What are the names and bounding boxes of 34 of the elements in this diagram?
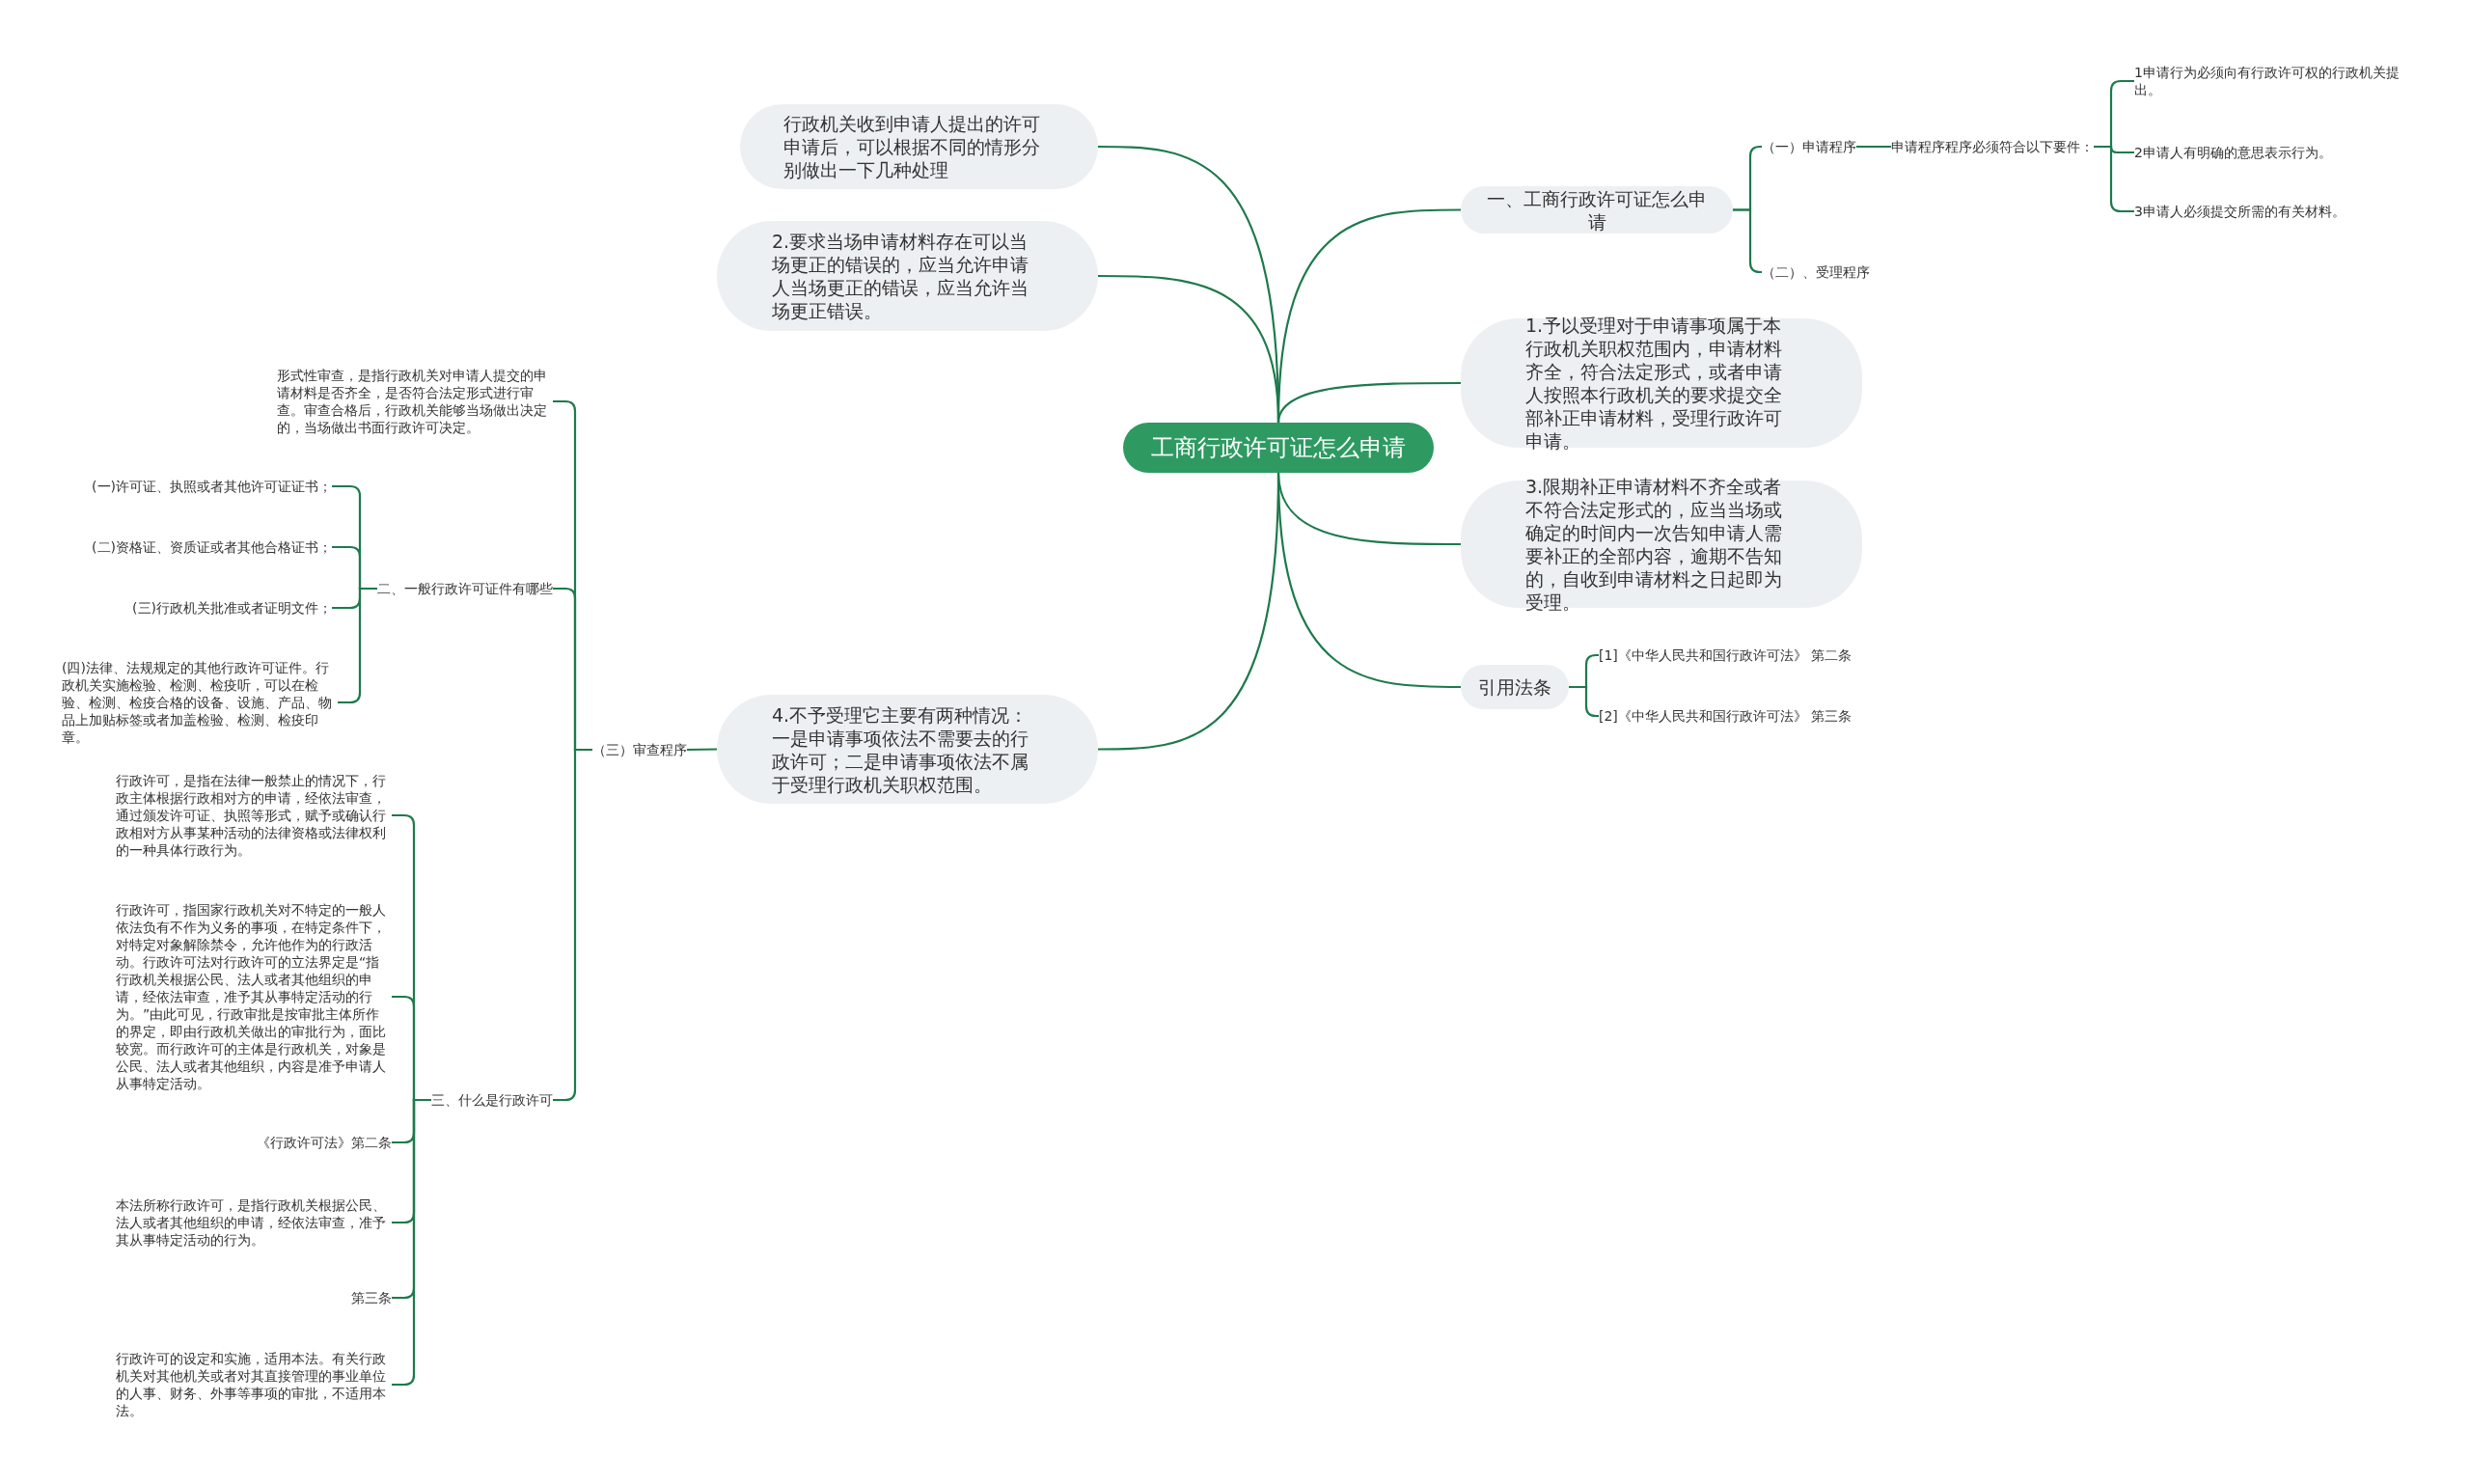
connector-line: [1569, 685, 1599, 718]
topic-text: [1]《中华人民共和国行政许可法》 第二条: [1599, 646, 1852, 664]
topic-text: 行政许可，是指在法律一般禁止的情况下，行政主体根据行政相对方的申请，经依法审查，通过颁发许可证、执照等形式，赋予或确认行政相对方从事某种活动的法律资格或法律权利的一种具体行政行为。: [116, 772, 392, 859]
topic-text: （三）审查程序: [592, 741, 687, 758]
connector-line: [1856, 145, 1891, 149]
topic-text: (二)资格证、资质证或者其他合格证书；: [92, 538, 332, 556]
topic-box: 一、工商行政许可证怎么申请: [1461, 186, 1733, 234]
topic-text: 形式性审查，是指行政机关对申请人提交的申请材料是否齐全，是否符合法定形式进行审查。审查合格后，行政机关能够当场做出决定的，当场做出书面行政许可决定。: [277, 367, 553, 436]
topic-text: (三)行政机关批准或者证明文件；: [132, 599, 332, 617]
topic-text: (四)法律、法规规定的其他行政许可证件。行政机关实施检验、检测、检疫听，可以在检验、检测、检疫合格的设备、设施、产品、物品上加贴标签或者加盖检验、检测、检疫印章。: [62, 659, 338, 746]
topic-text: 行政许可，指国家行政机关对不特定的一般人依法负有不作为义务的事项，在特定条件下，对特定对象解除禁令，允许他作为的行政活动。行政许可法对行政许可的立法界定是“指行政机关根据公民、法人或者其他组织的申请，经依法审查，准予其从事特定活动的行为。”由此可见，行政审批是按审批主体所作的界定，即由行政机关做出的审批行为，面比较宽。而行政许可的主体是行政机关，对象是公民、法人或者其他组织，内容是准予申请人从事特定活动。: [116, 901, 392, 1092]
topic-box: 4.不予受理它主要有两种情况：一是申请事项依法不需要去的行政许可；二是申请事项依法不属于受理行政机关职权范围。: [717, 695, 1098, 804]
topic-text: 第三条: [351, 1289, 392, 1306]
topic-box: 引用法条: [1461, 665, 1569, 709]
topic-text: 申请程序程序必须符合以下要件：: [1891, 138, 2094, 155]
connector-line: [687, 748, 717, 752]
topic-text: （一）申请程序: [1762, 138, 1856, 155]
topic-text: 《行政许可法》第二条: [257, 1134, 392, 1151]
topic-text: 二、一般行政许可证件有哪些: [377, 580, 553, 597]
topic-text: （二）、受理程序: [1762, 263, 1870, 281]
connector-line: [1098, 274, 1280, 424]
topic-text: [2]《中华人民共和国行政许可法》 第三条: [1599, 707, 1852, 725]
topic-box: 行政机关收到申请人提出的许可申请后，可以根据不同的情形分别做出一下几种处理: [740, 104, 1098, 189]
central-topic-box: 工商行政许可证怎么申请: [1123, 423, 1434, 473]
topic-text: 本法所称行政许可，是指行政机关根据公民、法人或者其他组织的申请，经依法审查，准予其从事特定活动的行为。: [116, 1196, 392, 1249]
connector-line: [1098, 472, 1280, 751]
topic-text: (一)许可证、执照或者其他许可证证书；: [92, 478, 332, 495]
connector-line: [1733, 208, 1762, 274]
topic-text: 行政许可的设定和实施，适用本法。有关行政机关对其他机关或者对其直接管理的事业单位的人事、财务、外事等事项的审批，不适用本法。: [116, 1350, 392, 1419]
topic-box: 2.要求当场申请材料存在可以当场更正的错误的，应当允许申请人当场更正的错误，应当允许当场更正错误。: [717, 221, 1098, 331]
topic-text: 2申请人有明确的意思表示行为。: [2134, 144, 2332, 161]
topic-text: 三、什么是行政许可: [431, 1091, 553, 1109]
topic-text: 3申请人必须提交所需的有关材料。: [2134, 203, 2346, 220]
topic-text: 1申请行为必须向有行政许可权的行政机关提出。: [2134, 64, 2409, 98]
